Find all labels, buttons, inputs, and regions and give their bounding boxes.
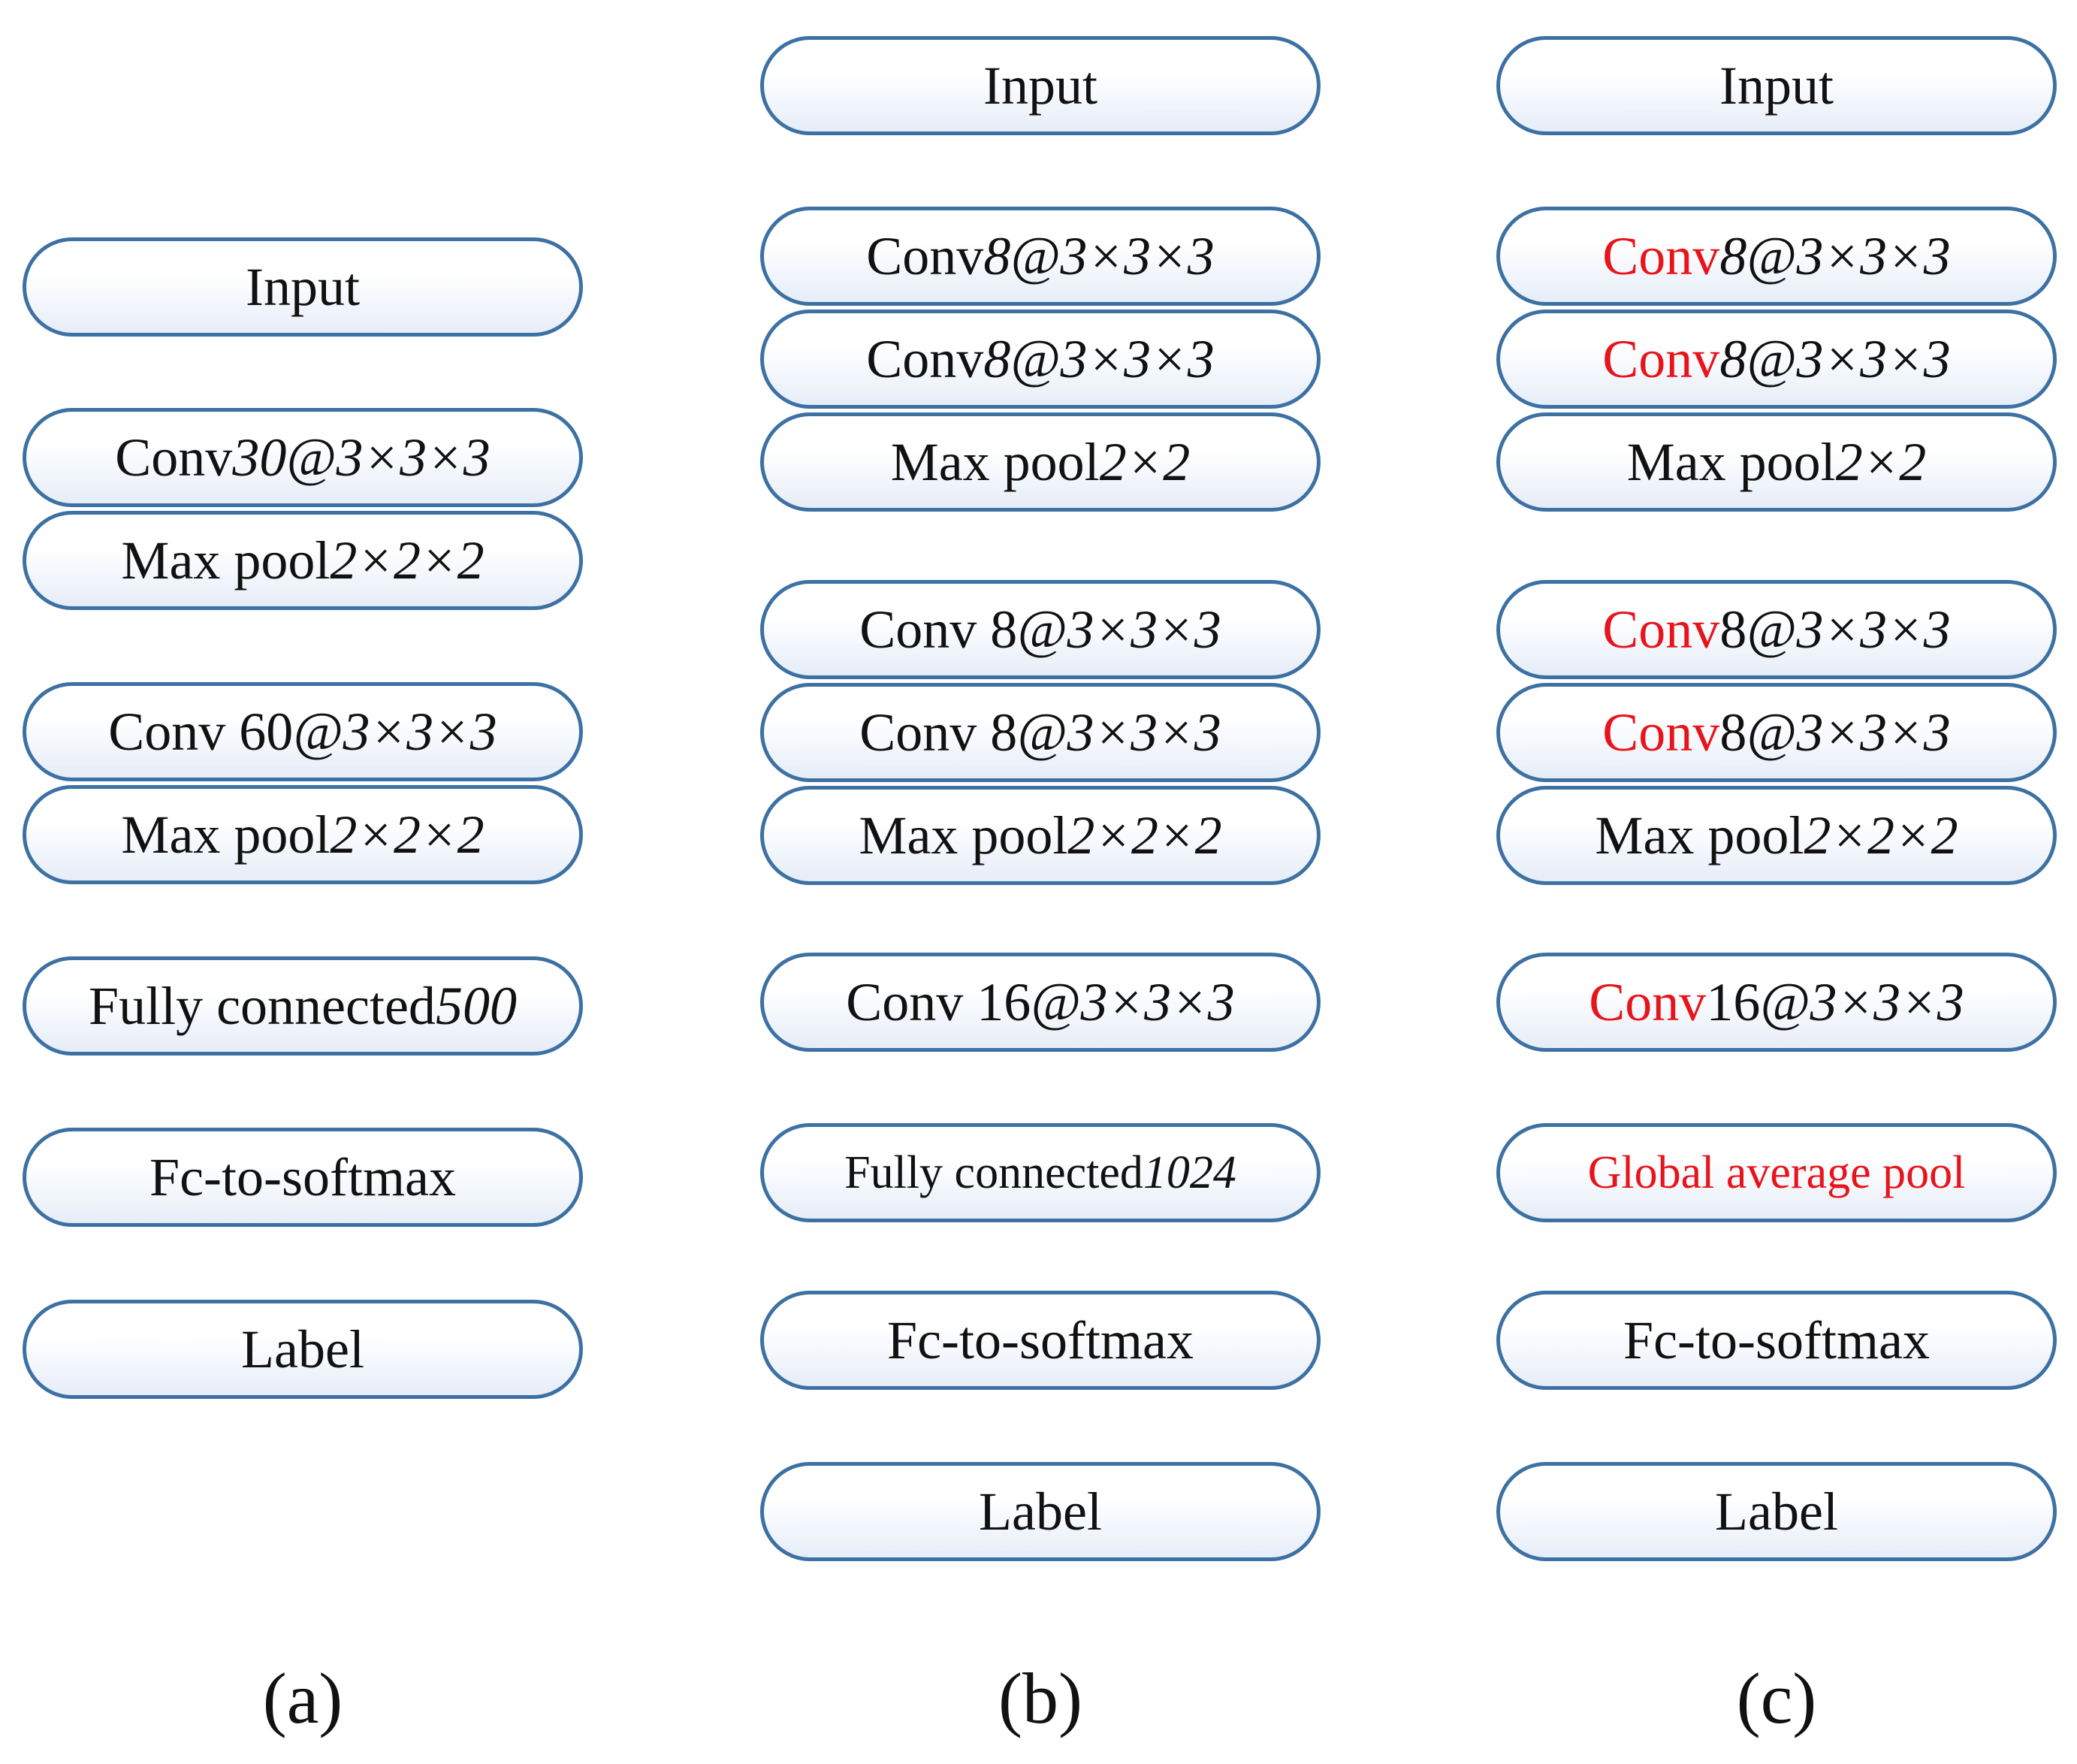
layer-label-segment: Max pool — [121, 530, 331, 591]
layer-box: Conv 16@3×3×3 — [1496, 953, 2057, 1052]
layer-box: Global average pool — [1496, 1123, 2057, 1222]
layer-box: Input — [760, 36, 1321, 135]
layer-box: Max pool 2×2×2 — [1496, 786, 2057, 885]
layer-box: Conv 8@3×3×3 — [760, 580, 1321, 679]
layer-label-segment: Max pool — [1595, 805, 1804, 865]
layer-label-segment: 8@3×3×3 — [983, 225, 1215, 286]
layer-label-segment: Conv — [1602, 599, 1720, 660]
layer-label-segment: 16 — [1706, 971, 1761, 1032]
layer-label-segment: Conv — [866, 225, 984, 286]
layer-label-segment: @3×3×3 — [1017, 702, 1221, 763]
layer-label-segment: Global average pool — [1587, 1146, 1966, 1198]
layer-label-segment: 30@3×3×3 — [232, 427, 491, 488]
layer-label-segment: 2×2×2 — [1067, 805, 1222, 865]
layer-label-segment: Max pool — [121, 804, 331, 865]
layer-label-segment: @3×3×3 — [1017, 599, 1221, 660]
layer-label-segment: @3×3×3 — [293, 701, 497, 762]
layer-label-segment: 8 — [1719, 599, 1747, 660]
layer-box: Conv 16@3×3×3 — [760, 953, 1321, 1052]
layer-label-segment: Label — [979, 1481, 1102, 1542]
layer-box: Label — [760, 1462, 1321, 1561]
layer-box: Conv 60@3×3×3 — [23, 682, 583, 781]
layer-label-segment: Conv — [1602, 328, 1720, 389]
layer-label-segment: Fc-to-softmax — [887, 1309, 1194, 1370]
layer-box: Conv 8@3×3×3 — [1496, 683, 2057, 782]
layer-box: Max pool 2×2×2 — [760, 786, 1321, 885]
layer-label-segment: Conv — [866, 328, 984, 389]
layer-label-segment: Fc-to-softmax — [1623, 1309, 1930, 1370]
layer-label-segment: Conv — [1602, 702, 1720, 763]
layer-label-segment: Conv 8 — [859, 702, 1018, 763]
layer-box: Conv 8@3×3×3 — [760, 207, 1321, 306]
layer-label-segment: 2×2×2 — [330, 530, 485, 591]
layer-box: Max pool 2×2 — [1496, 412, 2057, 512]
layer-label-segment: @3×3×3 — [1746, 599, 1951, 660]
layer-label-segment: 2×2×2 — [330, 804, 485, 865]
layer-label-segment: Conv 16 — [846, 971, 1031, 1032]
layer-box: Label — [1496, 1462, 2057, 1561]
layer-box: Fully connected 1024 — [760, 1123, 1321, 1222]
layer-label-segment: Fc-to-softmax — [149, 1146, 456, 1207]
layer-box: Conv 8@3×3×3 — [1496, 580, 2057, 679]
layer-box: Conv 8@3×3×3 — [1496, 207, 2057, 306]
layer-label-segment: Input — [246, 256, 360, 317]
layer-label-segment: Max pool — [859, 805, 1068, 865]
layer-box: Label — [23, 1300, 583, 1399]
layer-label-segment: Conv — [1602, 225, 1720, 286]
layer-label-segment: 8 — [1719, 702, 1747, 763]
layer-label-segment: Conv 60 — [108, 701, 294, 762]
layer-label-segment: Max pool — [1626, 431, 1836, 492]
layer-label-segment: Conv — [115, 427, 233, 488]
layer-box: Max pool 2×2×2 — [23, 511, 583, 610]
layer-label-segment: 500 — [435, 975, 517, 1036]
layer-label-segment: 8@3×3×3 — [1719, 225, 1951, 286]
layer-label-segment: Conv 8 — [859, 599, 1018, 660]
layer-label-segment: Max pool — [890, 431, 1100, 492]
layer-box: Max pool 2×2×2 — [23, 785, 583, 884]
layer-box: Fc-to-softmax — [1496, 1291, 2057, 1390]
layer-label-segment: 2×2×2 — [1804, 805, 1958, 865]
layer-label-segment: 2×2 — [1835, 431, 1927, 492]
layer-label-segment: Input — [983, 55, 1097, 116]
layer-box: Input — [23, 237, 583, 337]
layer-label-segment: Conv — [1589, 971, 1707, 1032]
caption-c: (c) — [1736, 1658, 1817, 1738]
layer-box: Fully connected 500 — [23, 956, 583, 1056]
layer-label-segment: 8@3×3×3 — [983, 328, 1215, 389]
layer-label-segment: Input — [1719, 55, 1834, 116]
layer-label-segment: Label — [1715, 1481, 1838, 1542]
layer-box: Fc-to-softmax — [760, 1291, 1321, 1390]
layer-box: Max pool 2×2 — [760, 412, 1321, 512]
layer-label-segment: @3×3×3 — [1760, 971, 1964, 1032]
layer-label-segment: 2×2 — [1099, 431, 1191, 492]
layer-label-segment: Fully connected — [89, 975, 436, 1036]
layer-box: Conv 8@3×3×3 — [760, 310, 1321, 409]
layer-box: Conv 8@3×3×3 — [1496, 310, 2057, 409]
layer-label-segment: @3×3×3 — [1031, 971, 1235, 1032]
layer-box: Input — [1496, 36, 2057, 135]
layer-label-segment: Label — [241, 1318, 364, 1379]
layer-label-segment: 1024 — [1143, 1146, 1236, 1198]
layer-box: Conv 8@3×3×3 — [760, 683, 1321, 782]
layer-box: Conv 30@3×3×3 — [23, 408, 583, 507]
layer-label-segment: Fully connected — [844, 1146, 1143, 1198]
layer-label-segment: 8@3×3×3 — [1719, 328, 1951, 389]
layer-label-segment: @3×3×3 — [1746, 702, 1951, 763]
caption-b: (b) — [998, 1658, 1082, 1738]
layer-box: Fc-to-softmax — [23, 1128, 583, 1227]
caption-a: (a) — [262, 1658, 343, 1738]
